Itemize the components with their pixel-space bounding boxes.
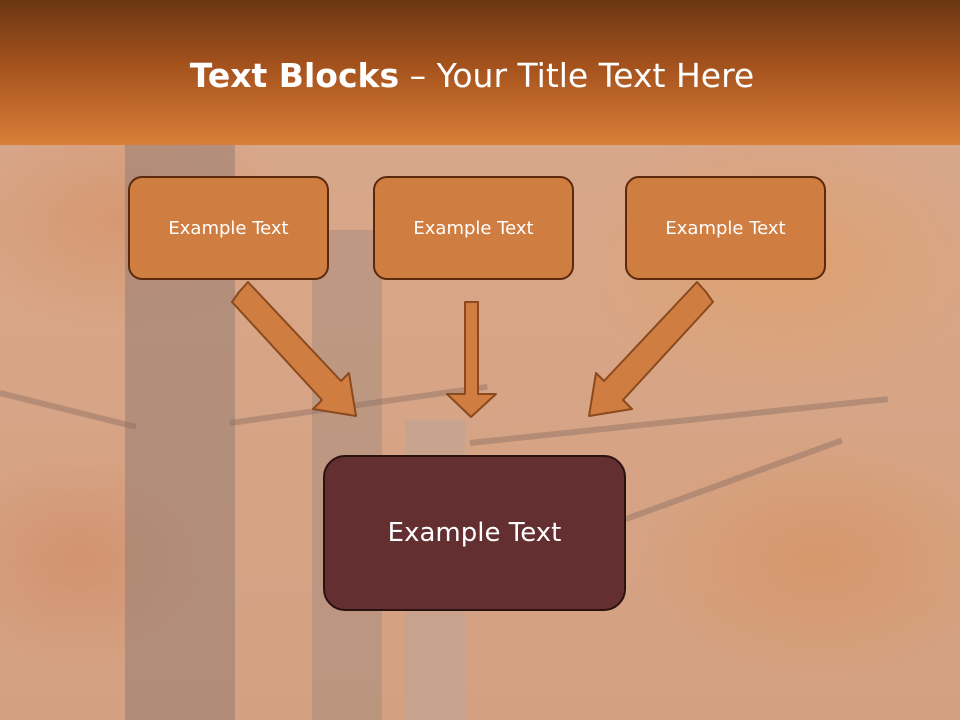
text-block-1-label: Example Text — [168, 217, 289, 239]
title-rest: Your Title Text Here — [436, 56, 755, 95]
main-text-block-label: Example Text — [387, 518, 562, 548]
text-block-2-label: Example Text — [413, 217, 534, 239]
arrow-right — [588, 281, 714, 417]
title-bold: Text Blocks — [189, 56, 400, 95]
main-text-block[interactable]: Example Text — [323, 455, 626, 611]
slide-title: Text Blocks – Your Title Text Here — [0, 54, 944, 98]
text-block-2[interactable]: Example Text — [373, 176, 574, 280]
title-bar: Text Blocks – Your Title Text Here — [0, 0, 960, 145]
arrow-center — [446, 301, 497, 418]
text-block-3[interactable]: Example Text — [625, 176, 826, 280]
arrow-left — [231, 281, 357, 417]
title-separator: – — [399, 56, 437, 95]
text-block-3-label: Example Text — [665, 217, 786, 239]
text-block-1[interactable]: Example Text — [128, 176, 329, 280]
